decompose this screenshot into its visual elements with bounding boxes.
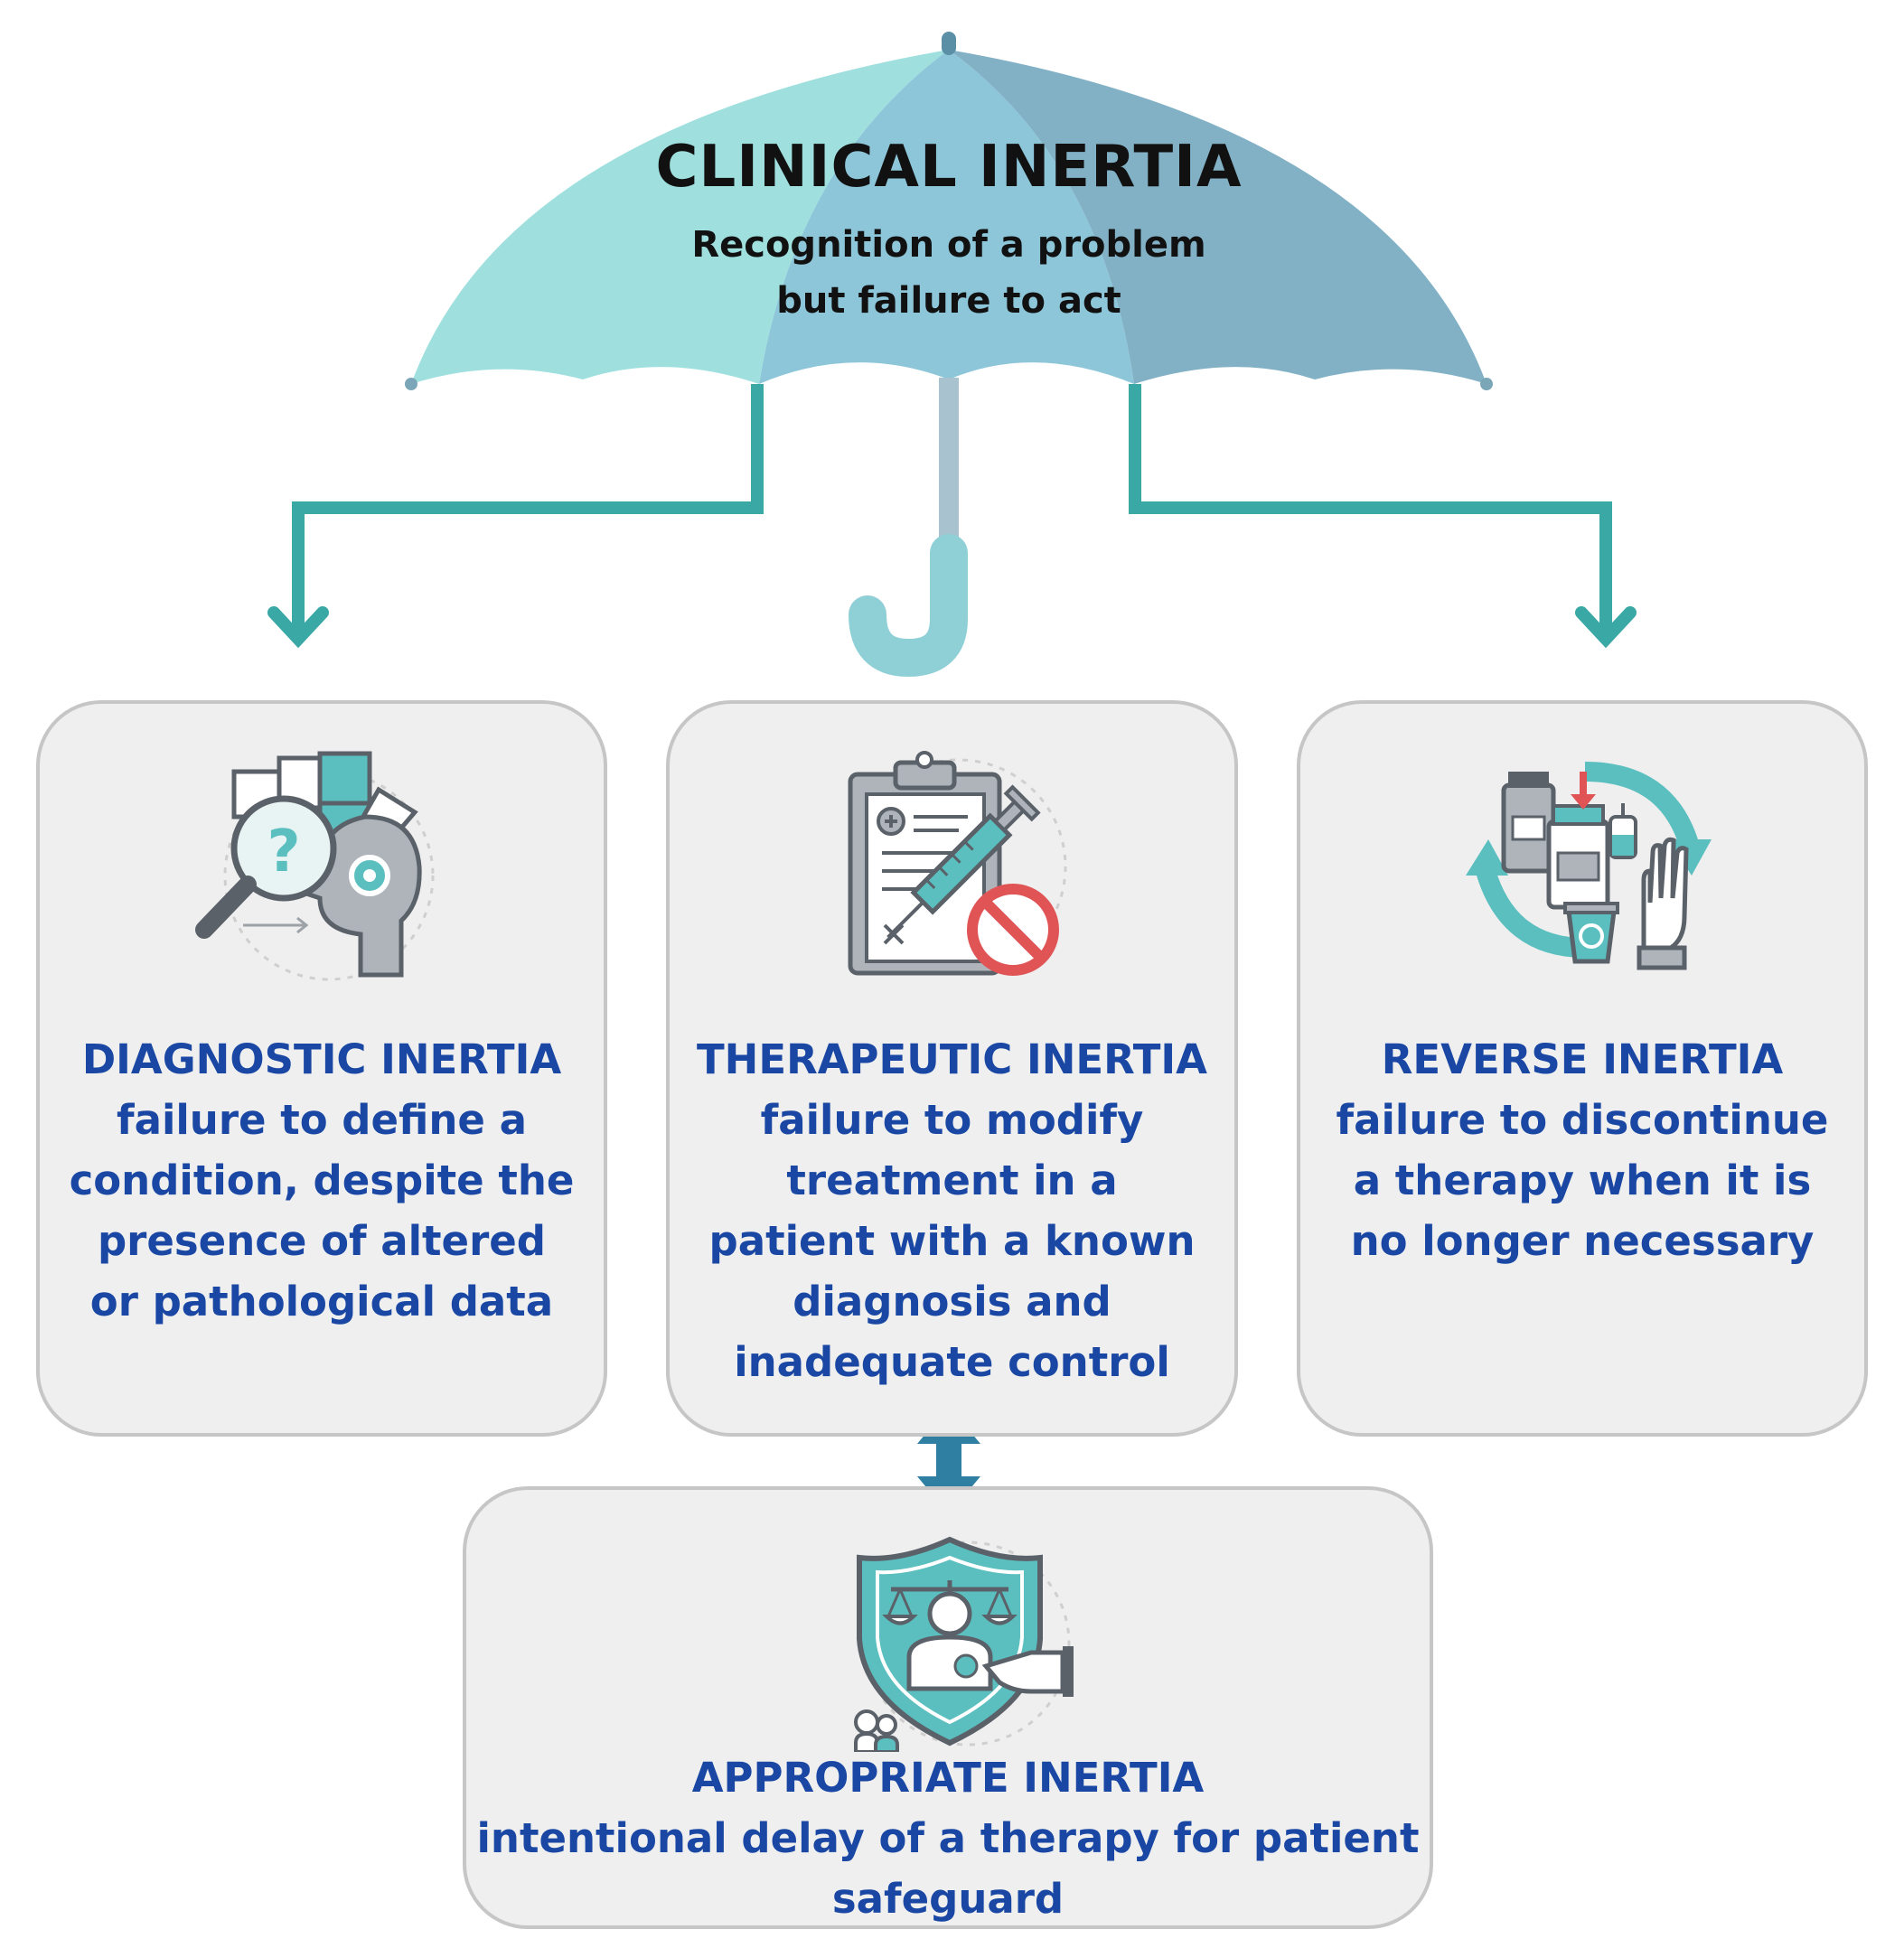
svg-text:?: ? (267, 819, 300, 885)
diagnostic-inertia-line: presence of altered (97, 1217, 547, 1265)
diagram-subtitle-line-2: but failure to act (776, 280, 1121, 322)
diagnostic-inertia-heading: DIAGNOSTIC INERTIA (81, 1035, 562, 1083)
connector-left-arrowhead (267, 606, 329, 649)
diagram-subtitle: Recognition of a problem but failure to … (596, 217, 1301, 329)
diagram-subtitle-line-1: Recognition of a problem (691, 224, 1206, 266)
umbrella-canopy-middle (759, 50, 1134, 384)
diagnostic-inertia-line: failure to define a (117, 1096, 527, 1144)
diagnostic-inertia-line: condition, despite the (69, 1157, 575, 1204)
therapeutic-inertia-box: THERAPEUTIC INERTIA failure to modify tr… (666, 700, 1238, 1437)
appropriate-inertia-heading: APPROPRIATE INERTIA (691, 1754, 1205, 1802)
puzzle-magnifier-head-icon: ? (195, 751, 435, 981)
appropriate-inertia-line: intentional delay of a therapy for patie… (476, 1814, 1420, 1862)
umbrella (405, 32, 1493, 678)
therapeutic-inertia-line: diagnosis and (793, 1278, 1111, 1325)
appropriate-inertia-line: safeguard (831, 1875, 1065, 1923)
therapeutic-inertia-line: treatment in a (786, 1157, 1118, 1204)
connector-left (267, 384, 764, 649)
shield-justice-patient-icon (854, 1536, 1074, 1752)
reverse-inertia-line: a therapy when it is (1353, 1157, 1812, 1204)
connector-right-arrowhead (1575, 606, 1637, 649)
therapeutic-inertia-line: inadequate control (734, 1338, 1170, 1386)
therapeutic-inertia-heading: THERAPEUTIC INERTIA (696, 1035, 1207, 1083)
umbrella-canopy-right (949, 50, 1487, 384)
therapeutic-inertia-line: failure to modify (760, 1096, 1144, 1144)
umbrella-tip (942, 32, 956, 55)
connector-right (1129, 384, 1637, 649)
reverse-inertia-line: failure to discontinue (1336, 1096, 1829, 1144)
diagram-title: CLINICAL INERTIA (655, 134, 1243, 201)
appropriate-inertia-box: APPROPRIATE INERTIA intentional delay of… (463, 1486, 1433, 1929)
umbrella-handle (849, 534, 968, 678)
diagnostic-inertia-box: ? DIAGNOSTIC INERTIA failure to define a… (36, 700, 607, 1437)
connector-right-line (1129, 384, 1612, 632)
umbrella-shaft (939, 378, 959, 554)
umbrella-canopy-left (411, 50, 949, 384)
umbrella-rib-end-right (1480, 378, 1493, 390)
umbrella-rib-end-left (405, 378, 417, 390)
clipboard-syringe-prohibited-icon (848, 751, 1067, 976)
reverse-inertia-line: no longer necessary (1350, 1217, 1815, 1265)
connector-left-line (292, 384, 764, 632)
reverse-inertia-heading: REVERSE INERTIA (1381, 1035, 1784, 1083)
medication-recycle-icon (1466, 762, 1712, 970)
therapeutic-inertia-line: patient with a known (708, 1217, 1196, 1265)
diagnostic-inertia-line: or pathological data (89, 1278, 554, 1325)
reverse-inertia-box: REVERSE INERTIA failure to discontinue a… (1297, 700, 1868, 1437)
